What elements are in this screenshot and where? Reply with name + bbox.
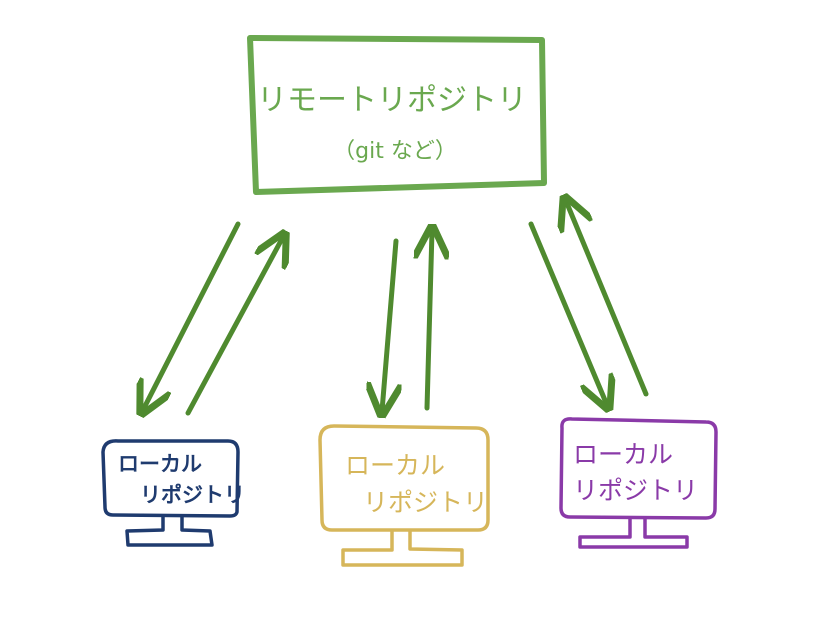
local-repository-1-line1: ローカル xyxy=(118,452,202,476)
monitor-screen-3 xyxy=(559,417,718,520)
local-repository-3-line2: リポジトリ xyxy=(573,476,698,505)
arrows-center xyxy=(382,231,432,411)
local-repository-2: ローカル リポジトリ xyxy=(318,424,490,567)
local-repository-2-line2: リポジトリ xyxy=(363,488,488,517)
monitor-screen-1 xyxy=(101,439,240,518)
local-repository-1: ローカル リポジトリ xyxy=(101,439,245,547)
arrows-left xyxy=(143,221,283,416)
monitor-stand-1 xyxy=(125,516,214,547)
arrow-down-center xyxy=(382,238,396,411)
arrow-up-center xyxy=(427,231,432,411)
arrows-right xyxy=(528,201,649,405)
arrow-up-left xyxy=(185,237,283,416)
arrow-down-left xyxy=(143,221,241,410)
local-repository-2-line1: ローカル xyxy=(345,451,445,480)
arrow-up-right xyxy=(566,201,649,397)
monitor-stand-2 xyxy=(341,531,464,567)
local-repository-1-line2: リポジトリ xyxy=(140,483,245,507)
monitor-screen-2 xyxy=(318,424,490,532)
local-repository-3-line1: ローカル xyxy=(573,440,673,469)
monitor-stand-3 xyxy=(578,518,689,549)
remote-repository-title: リモートリポジトリ xyxy=(257,83,527,118)
remote-repository: リモートリポジトリ （git など） xyxy=(247,35,547,195)
local-repository-3: ローカル リポジトリ xyxy=(559,417,718,549)
remote-repository-box xyxy=(247,35,547,195)
remote-repository-subtitle: （git など） xyxy=(333,139,457,164)
arrow-down-right xyxy=(528,221,607,405)
